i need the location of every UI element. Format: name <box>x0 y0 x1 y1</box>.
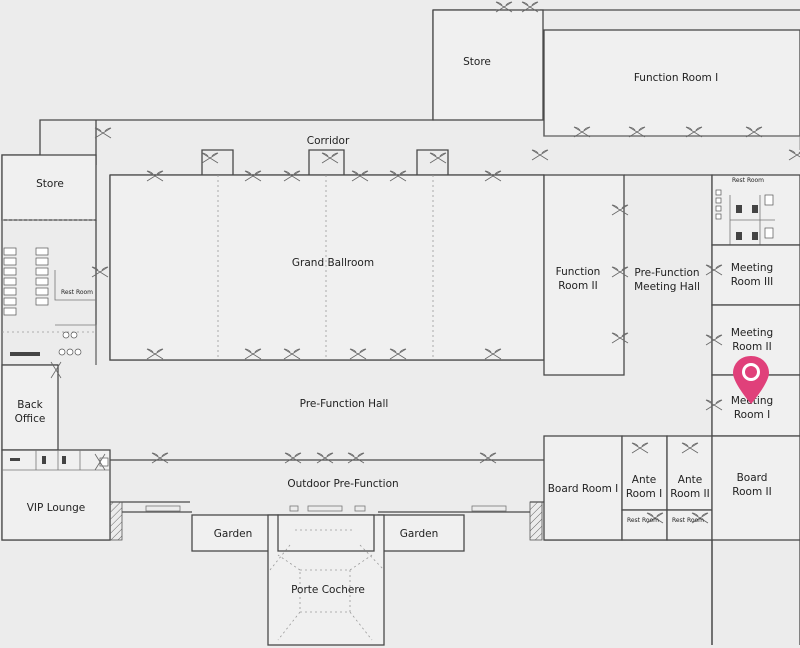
label-ante-room-2-line2: Room II <box>670 488 709 500</box>
rest-room-fixtures-top <box>715 189 775 245</box>
label-corridor: Corridor <box>307 135 350 147</box>
label-meeting-room-2-line1: Meeting <box>731 327 773 339</box>
label-function-room-2-line2: Room II <box>558 280 597 292</box>
label-vip-lounge: VIP Lounge <box>27 502 85 514</box>
garden-right[interactable] <box>377 514 465 552</box>
label-ante-room-1-line1: Ante <box>632 474 656 486</box>
label-store-left: Store <box>36 178 64 190</box>
label-porte-cochere: Porte Cochere <box>291 584 365 596</box>
label-function-room-1: Function Room I <box>634 72 718 84</box>
label-garden-left: Garden <box>214 528 252 540</box>
grand-ballroom[interactable] <box>109 174 545 361</box>
label-ante-room-2-line1: Ante <box>678 474 702 486</box>
label-store-top: Store <box>463 56 491 68</box>
function-room-1[interactable] <box>543 29 800 137</box>
meeting-room-3[interactable] <box>711 244 800 306</box>
label-meeting-room-3-line2: Room III <box>731 276 774 288</box>
label-back-office-line1: Back <box>17 399 43 411</box>
stair-right <box>529 501 543 541</box>
label-rest-room-top: Rest Room <box>732 177 764 184</box>
stair-left <box>109 501 123 541</box>
label-garden-right: Garden <box>400 528 438 540</box>
vip-fixtures <box>2 450 110 471</box>
label-board-room-2-line2: Room II <box>732 486 771 498</box>
label-outdoor-prefunction: Outdoor Pre-Function <box>287 478 398 490</box>
store-left[interactable] <box>1 154 97 221</box>
label-meeting-room-3-line1: Meeting <box>731 262 773 274</box>
label-back-office-line2: Office <box>15 413 46 425</box>
store-top[interactable] <box>432 9 544 121</box>
label-board-room-1: Board Room I <box>548 483 619 495</box>
label-prefunction-meeting-line2: Meeting Hall <box>634 281 700 293</box>
label-function-room-2-line1: Function <box>556 266 601 278</box>
vip-lounge[interactable] <box>1 449 111 541</box>
label-ante-room-1-line2: Room I <box>626 488 662 500</box>
label-meeting-room-1-line2: Room I <box>734 409 770 421</box>
label-board-room-2-line1: Board <box>737 472 768 484</box>
garden-left[interactable] <box>191 514 279 552</box>
board-room-2[interactable] <box>711 435 800 541</box>
function-room-2[interactable] <box>543 174 625 376</box>
location-pin-icon[interactable] <box>733 356 769 404</box>
label-prefunction-hall: Pre-Function Hall <box>300 398 389 410</box>
back-office[interactable] <box>1 364 59 451</box>
label-meeting-room-2-line2: Room II <box>732 341 771 353</box>
label-rest-room-left: Rest Room <box>61 289 93 296</box>
label-grand-ballroom: Grand Ballroom <box>292 257 374 269</box>
label-rest-room-b1: Rest Room <box>627 517 659 524</box>
label-prefunction-meeting-line1: Pre-Function <box>634 267 699 279</box>
rest-room-fixtures-left <box>3 247 97 365</box>
label-rest-room-b2: Rest Room <box>672 517 704 524</box>
